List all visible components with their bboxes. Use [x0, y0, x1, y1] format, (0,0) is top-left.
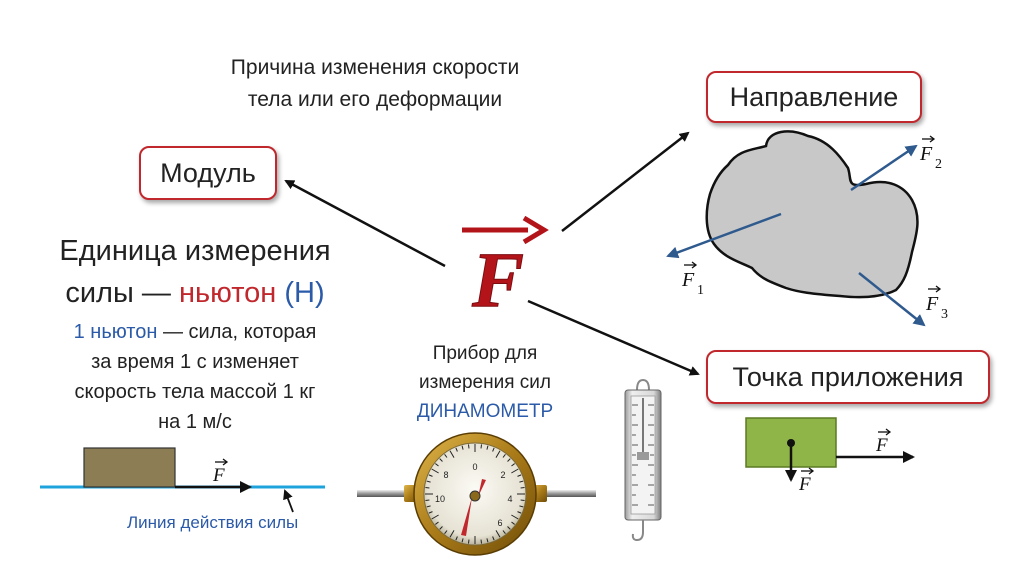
dynamometer-dial-icon: 0 2 4 6 8 10 — [357, 432, 596, 556]
svg-text:8: 8 — [443, 470, 448, 480]
arrow-to-application-point — [527, 299, 700, 376]
spring-scale-icon — [624, 378, 662, 542]
application-point-label: Точка приложения — [732, 361, 964, 392]
header-title: Причина изменения скорости тела или его … — [175, 52, 575, 116]
line-of-action-label: Линия действия силы — [127, 513, 299, 532]
svg-text:F: F — [798, 474, 811, 495]
unit-title-line-1: Единица измерения — [59, 235, 331, 267]
svg-text:4: 4 — [507, 494, 512, 504]
svg-text:1: 1 — [697, 283, 704, 298]
force-arrow-f3 — [858, 272, 926, 327]
svg-text:F: F — [875, 435, 888, 456]
unit-title-line-2: силы — ньютон (Н) — [65, 277, 325, 309]
dynamometer-word: ДИНАМОМЕТР — [416, 401, 554, 422]
svg-text:6: 6 — [497, 518, 502, 528]
f3-label: F 3 — [925, 285, 948, 322]
app-force-down-label: F — [798, 467, 815, 495]
svg-text:F: F — [925, 293, 939, 315]
line-force-label: F — [212, 458, 229, 486]
arrow-to-direction — [561, 131, 690, 232]
header-line-1: Причина изменения скорости — [230, 56, 520, 79]
definition-highlight: 1 ньютон — [73, 321, 158, 343]
force-letter: F — [471, 236, 524, 323]
svg-text:2: 2 — [935, 157, 942, 172]
application-point-box: Точка приложения — [706, 350, 990, 404]
svg-text:2: 2 — [500, 470, 505, 480]
modulus-box: Модуль — [139, 146, 277, 200]
svg-text:0: 0 — [472, 462, 477, 472]
svg-text:3: 3 — [941, 307, 948, 322]
newton-unit: (Н) — [284, 277, 325, 309]
newton-definition: 1 ньютон — сила, которая за время 1 с из… — [73, 321, 317, 433]
direction-label: Направление — [729, 81, 899, 112]
unit-title: Единица измерения силы — ньютон (Н) — [30, 230, 360, 314]
newton-word: ньютон — [178, 277, 277, 309]
svg-text:F: F — [681, 269, 695, 291]
force-arrow-f1 — [666, 212, 782, 259]
direction-box: Направление — [706, 71, 922, 123]
svg-text:10: 10 — [435, 494, 445, 504]
force-vector-symbol: F — [462, 215, 549, 324]
arrow-to-modulus — [284, 179, 446, 268]
pointer-arrow — [283, 489, 294, 513]
svg-text:F: F — [919, 143, 933, 165]
svg-text:F: F — [212, 465, 225, 486]
deformable-body — [705, 130, 919, 299]
instrument-caption: Прибор для измерения сил ДИНАМОМЕТР — [390, 339, 580, 426]
app-force-right-label: F — [875, 428, 892, 456]
f2-label: F 2 — [919, 135, 942, 172]
f1-label: F 1 — [681, 261, 704, 298]
header-line-2: тела или его деформации — [247, 88, 503, 111]
olive-block — [83, 447, 176, 488]
modulus-label: Модуль — [160, 157, 256, 188]
force-arrow-f2 — [850, 144, 918, 192]
